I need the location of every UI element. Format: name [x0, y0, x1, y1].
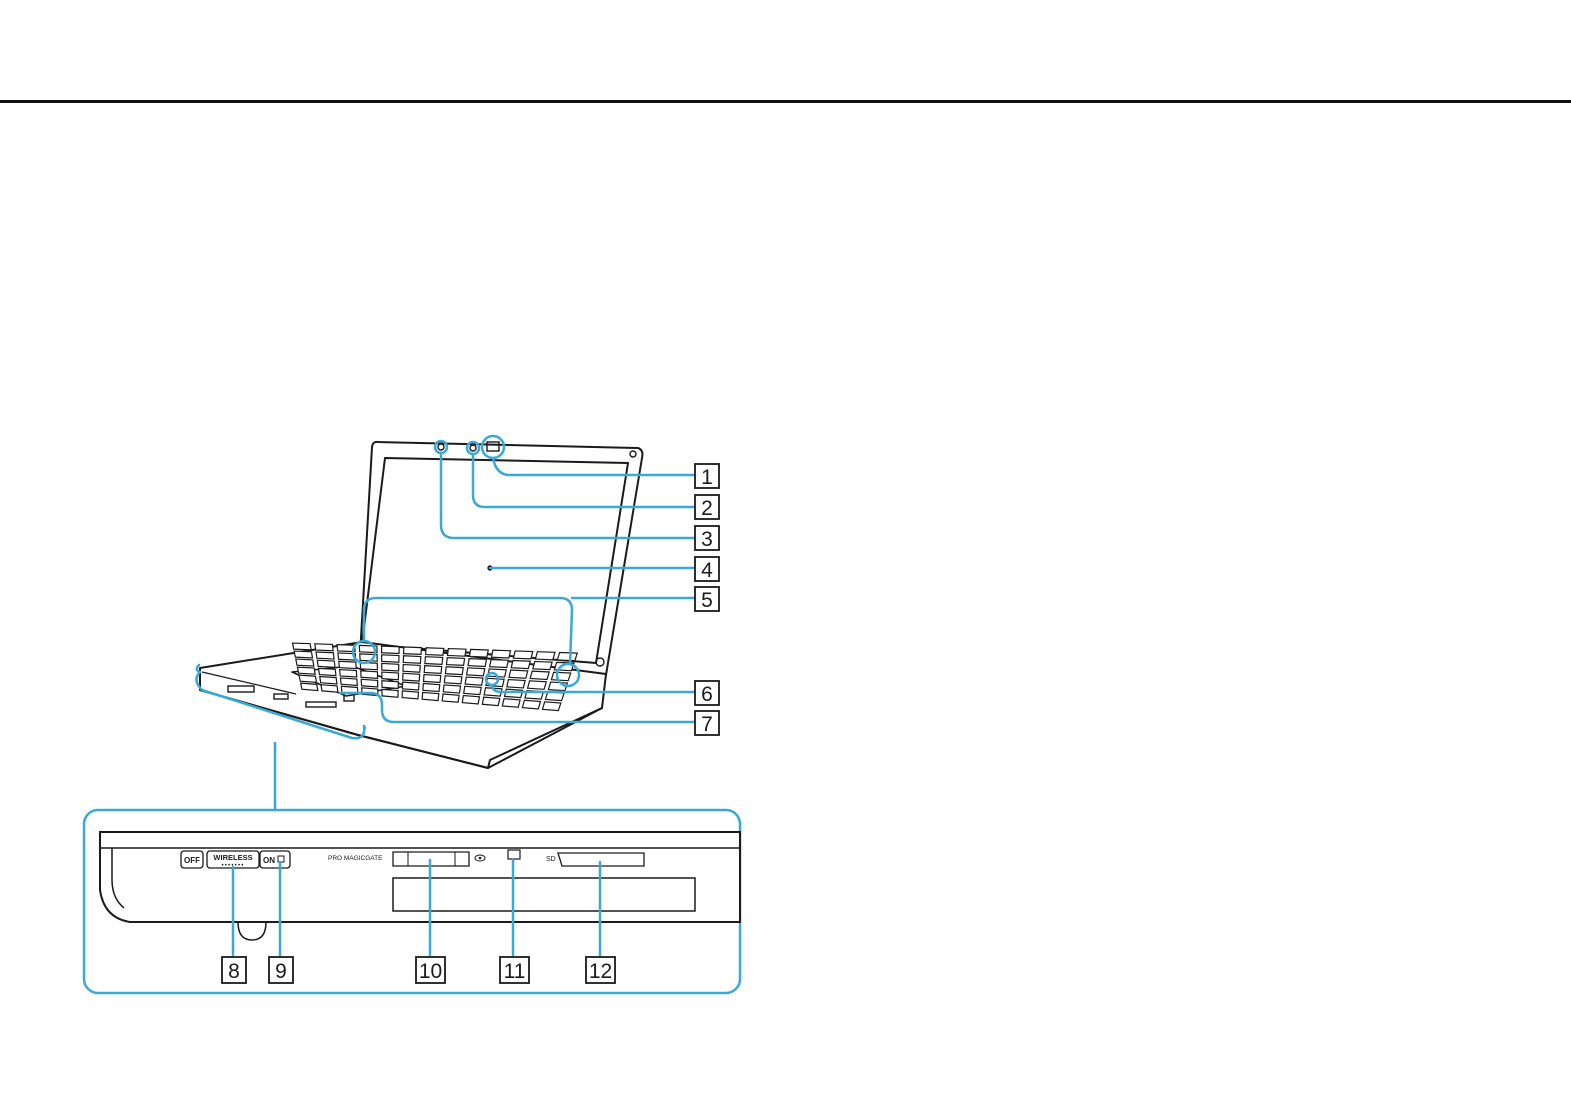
keyboard-key — [482, 697, 500, 705]
svg-text:5: 5 — [701, 589, 713, 612]
wireless-label: WIRELESS — [213, 853, 252, 862]
keyboard-key — [542, 702, 560, 711]
keyboard-key — [422, 692, 439, 700]
drive-indicator-icon — [508, 850, 520, 859]
display-panel — [362, 458, 628, 663]
svg-text:10: 10 — [419, 960, 442, 983]
keyboard-key — [535, 652, 555, 660]
callout-4: 4 — [695, 557, 719, 582]
callout-8: 8 — [222, 957, 246, 983]
keyboard-key — [462, 696, 479, 704]
keyboard-key — [320, 677, 337, 684]
callout-11: 11 — [500, 957, 529, 983]
keyboard-key — [404, 647, 422, 654]
keyboard-key — [297, 667, 315, 674]
svg-text:11: 11 — [504, 960, 526, 983]
keyboard-key — [424, 666, 442, 674]
pro-magicgate-label: PRO MAGICGATE — [328, 855, 383, 862]
keyboard-key — [446, 658, 464, 666]
keyboard-key — [296, 659, 314, 666]
svg-text:1: 1 — [701, 466, 713, 489]
keyboard-key — [443, 685, 460, 693]
keyboard-key — [402, 691, 418, 699]
callout-7: 7 — [695, 711, 719, 736]
callout-12: 12 — [586, 957, 615, 983]
keyboard-key — [340, 670, 357, 677]
keyboard-key — [361, 679, 378, 687]
keyboard-key — [448, 649, 466, 657]
on-label: ON — [263, 856, 275, 865]
keyboard-key — [530, 671, 549, 679]
keyboard-key — [513, 651, 532, 659]
keyboard-key — [321, 685, 338, 693]
keyboard-key — [522, 700, 540, 709]
keyboard-key — [423, 684, 440, 692]
keyboard-key — [528, 681, 547, 689]
keyboard-key — [425, 657, 443, 665]
keyboard-key — [382, 672, 399, 680]
keyboard-key — [505, 689, 523, 697]
keyboard-key — [402, 682, 419, 690]
keyboard-key — [442, 694, 459, 702]
laptop-illustration — [200, 442, 643, 768]
callout-10: 10 — [416, 957, 445, 983]
svg-text:12: 12 — [589, 960, 612, 983]
keyboard-key — [294, 651, 312, 658]
svg-text:4: 4 — [701, 559, 713, 582]
callout-1: 1 — [695, 464, 719, 489]
keyboard-key — [361, 671, 378, 679]
keyboard-key — [339, 661, 356, 668]
keyboard-key — [491, 650, 510, 658]
keyboard-key — [468, 659, 486, 667]
keyboard-key — [340, 678, 357, 686]
svg-text:6: 6 — [701, 683, 713, 706]
keyboard-key — [551, 672, 570, 680]
keyboard-key — [502, 699, 520, 708]
keyboard-key — [317, 660, 335, 667]
keyboard-key — [382, 689, 398, 697]
keyboard-key — [464, 686, 482, 694]
keyboard-key — [382, 681, 398, 689]
keyboard-key — [511, 660, 530, 668]
keyboard-key — [403, 665, 420, 673]
keyboard-key — [467, 668, 485, 676]
keyboard-key — [301, 683, 318, 690]
keyboard-key — [490, 660, 509, 668]
keyboard-key — [533, 661, 552, 669]
svg-text:3: 3 — [701, 528, 713, 551]
callout-6: 6 — [695, 681, 719, 706]
keyboard-key — [424, 675, 441, 683]
callout-9: 9 — [269, 957, 293, 983]
keyboard-key — [299, 675, 316, 682]
keyboard-key — [509, 670, 528, 678]
keyboard-key — [382, 646, 400, 653]
keyboard-key — [445, 667, 463, 675]
keyboard-key — [470, 649, 489, 657]
keyboard-key — [465, 677, 483, 685]
svg-text:9: 9 — [275, 960, 287, 983]
callout-5: 5 — [695, 587, 719, 612]
svg-text:7: 7 — [701, 713, 713, 736]
callout-2: 2 — [695, 495, 719, 520]
keyboard-key — [403, 673, 420, 681]
keyboard-key — [507, 680, 525, 688]
keyboard-key — [426, 648, 444, 656]
keyboard-key — [444, 676, 462, 684]
keyboard-key — [293, 643, 312, 650]
keyboard-key — [403, 656, 421, 664]
callout-3: 3 — [695, 526, 719, 551]
sd-label: SD — [546, 856, 556, 863]
svg-text:2: 2 — [701, 497, 713, 520]
keyboard-key — [319, 668, 336, 675]
svg-text:8: 8 — [228, 960, 240, 983]
off-label: OFF — [184, 856, 200, 865]
keyboard-key — [315, 644, 333, 651]
keyboard-key — [382, 655, 399, 662]
front-edge-enlarged — [100, 832, 740, 922]
keyboard-key — [316, 652, 334, 659]
keyboard-key — [557, 652, 577, 660]
front-panel-detail: OFF WIRELESS ••••••• ON PRO MAGICGATE SD — [84, 742, 740, 993]
keyboard-key — [382, 663, 399, 671]
